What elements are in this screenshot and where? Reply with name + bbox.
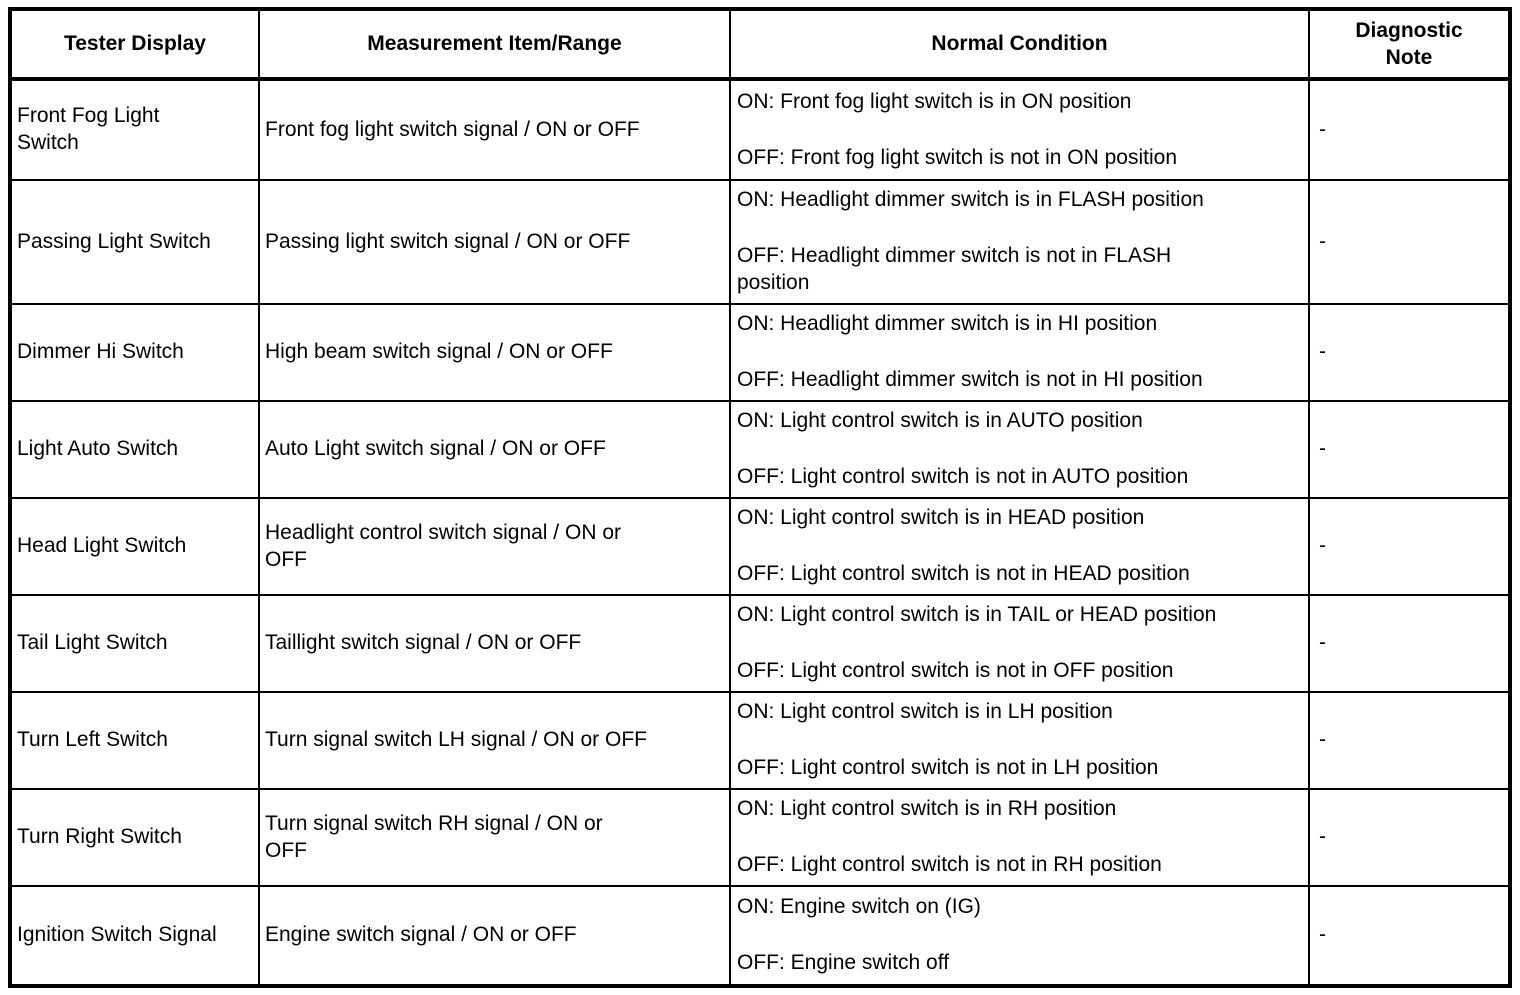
measurement-text: High beam switch signal / ON or OFF <box>265 340 613 364</box>
condition-off-text: OFF: Light control switch is not in HEAD… <box>737 562 1190 585</box>
tester-display-text: Passing Light Switch <box>17 229 211 253</box>
diagnostic-data-table: Tester Display Measurement Item/Range No… <box>8 7 1512 988</box>
normal-condition-cell: ON: Light control switch is in RH positi… <box>729 788 1310 887</box>
condition-on-text: ON: Headlight dimmer switch is in FLASH … <box>737 188 1204 212</box>
table-row: Passing Light Switch Passing light switc… <box>9 179 1511 305</box>
tester-display-text: Turn Right Switch <box>17 825 182 849</box>
table-row: Light Auto Switch Auto Light switch sign… <box>9 400 1511 499</box>
condition-off-text: OFF: Light control switch is not in OFF … <box>737 659 1174 682</box>
column-header-diagnostic-note: Diagnostic Note <box>1308 8 1511 81</box>
tester-display-cell: Light Auto Switch <box>9 400 260 499</box>
diagnostic-note-cell: - <box>1308 497 1511 596</box>
measurement-cell: High beam switch signal / ON or OFF <box>258 303 731 402</box>
column-header-tester-display: Tester Display <box>9 8 260 81</box>
tester-display-text: Light Auto Switch <box>17 437 179 461</box>
measurement-text: Taillight switch signal / ON or OFF <box>265 631 582 655</box>
measurement-cell: Taillight switch signal / ON or OFF <box>258 594 731 693</box>
condition-on-text: ON: Front fog light switch is in ON posi… <box>737 89 1132 113</box>
condition-on-text: ON: Light control switch is in TAIL or H… <box>737 603 1217 627</box>
diagnostic-note-text: - <box>1319 728 1326 752</box>
measurement-cell: Front fog light switch signal / ON or OF… <box>258 78 731 181</box>
tester-display-text: Dimmer Hi Switch <box>17 340 184 364</box>
measurement-cell: Headlight control switch signal / ON or … <box>258 497 731 596</box>
diagnostic-note-cell: - <box>1308 788 1511 887</box>
condition-on-text: ON: Engine switch on (IG) <box>737 895 981 919</box>
measurement-text: Passing light switch signal / ON or OFF <box>265 229 631 253</box>
tester-display-text: Tail Light Switch <box>17 631 168 655</box>
table-row: Dimmer Hi Switch High beam switch signal… <box>9 303 1511 402</box>
table-header-row: Tester Display Measurement Item/Range No… <box>9 8 1511 81</box>
diagnostic-note-cell: - <box>1308 400 1511 499</box>
normal-condition-cell: ON: Headlight dimmer switch is in FLASH … <box>729 179 1310 305</box>
condition-off-text: OFF: Headlight dimmer switch is not in F… <box>737 244 1172 294</box>
tester-display-cell: Dimmer Hi Switch <box>9 303 260 402</box>
measurement-text: Front fog light switch signal / ON or OF… <box>265 117 640 141</box>
tester-display-text: Ignition Switch Signal <box>17 923 217 947</box>
condition-on-text: ON: Headlight dimmer switch is in HI pos… <box>737 312 1158 336</box>
condition-on-text: ON: Light control switch is in HEAD posi… <box>737 506 1145 530</box>
diagnostic-note-cell: - <box>1308 885 1511 987</box>
condition-on-text: ON: Light control switch is in LH positi… <box>737 700 1113 724</box>
column-header-normal-condition: Normal Condition <box>729 8 1310 81</box>
measurement-text: Turn signal switch RH signal / ON or OFF <box>265 811 603 862</box>
condition-off-text: OFF: Engine switch off <box>737 951 950 974</box>
condition-off-text: OFF: Light control switch is not in RH p… <box>737 853 1162 876</box>
diagnostic-note-cell: - <box>1308 691 1511 790</box>
tester-display-text: Head Light Switch <box>17 534 187 558</box>
table-row: Tail Light Switch Taillight switch signa… <box>9 594 1511 693</box>
normal-condition-cell: ON: Front fog light switch is in ON posi… <box>729 78 1310 181</box>
table-row: Turn Left Switch Turn signal switch LH s… <box>9 691 1511 790</box>
tester-display-cell: Turn Left Switch <box>9 691 260 790</box>
measurement-text: Headlight control switch signal / ON or … <box>265 520 621 571</box>
column-header-measurement-item-range: Measurement Item/Range <box>258 8 731 81</box>
measurement-cell: Turn signal switch LH signal / ON or OFF <box>258 691 731 790</box>
condition-on-text: ON: Light control switch is in AUTO posi… <box>737 409 1143 433</box>
measurement-cell: Auto Light switch signal / ON or OFF <box>258 400 731 499</box>
tester-display-cell: Head Light Switch <box>9 497 260 596</box>
measurement-cell: Passing light switch signal / ON or OFF <box>258 179 731 305</box>
diagnostic-note-text: - <box>1319 923 1326 947</box>
table-row: Turn Right Switch Turn signal switch RH … <box>9 788 1511 887</box>
condition-off-text: OFF: Light control switch is not in AUTO… <box>737 465 1189 488</box>
normal-condition-cell: ON: Light control switch is in TAIL or H… <box>729 594 1310 693</box>
diagnostic-note-cell: - <box>1308 594 1511 693</box>
tester-display-text: Front Fog Light Switch <box>17 104 160 154</box>
diagnostic-note-text: - <box>1319 117 1326 141</box>
normal-condition-cell: ON: Light control switch is in HEAD posi… <box>729 497 1310 596</box>
diagnostic-note-text: - <box>1319 825 1326 849</box>
tester-display-text: Turn Left Switch <box>17 728 168 752</box>
diagnostic-note-cell: - <box>1308 303 1511 402</box>
measurement-cell: Engine switch signal / ON or OFF <box>258 885 731 987</box>
measurement-text: Engine switch signal / ON or OFF <box>265 923 577 947</box>
condition-on-text: ON: Light control switch is in RH positi… <box>737 797 1117 821</box>
table-row: Ignition Switch Signal Engine switch sig… <box>9 885 1511 987</box>
tester-display-cell: Passing Light Switch <box>9 179 260 305</box>
measurement-cell: Turn signal switch RH signal / ON or OFF <box>258 788 731 887</box>
table-row: Head Light Switch Headlight control swit… <box>9 497 1511 596</box>
normal-condition-cell: ON: Light control switch is in AUTO posi… <box>729 400 1310 499</box>
tester-display-cell: Tail Light Switch <box>9 594 260 693</box>
measurement-text: Turn signal switch LH signal / ON or OFF <box>265 728 647 752</box>
diagnostic-note-text: - <box>1319 229 1326 253</box>
diagnostic-note-text: - <box>1319 534 1326 558</box>
table-row: Front Fog Light Switch Front fog light s… <box>9 78 1511 181</box>
normal-condition-cell: ON: Engine switch on (IG) OFF: Engine sw… <box>729 885 1310 987</box>
measurement-text: Auto Light switch signal / ON or OFF <box>265 437 606 461</box>
normal-condition-cell: ON: Light control switch is in LH positi… <box>729 691 1310 790</box>
diagnostic-note-cell: - <box>1308 179 1511 305</box>
table-body: Front Fog Light Switch Front fog light s… <box>9 78 1511 987</box>
condition-off-text: OFF: Headlight dimmer switch is not in H… <box>737 368 1203 391</box>
tester-display-cell: Turn Right Switch <box>9 788 260 887</box>
tester-display-cell: Ignition Switch Signal <box>9 885 260 987</box>
diagnostic-note-cell: - <box>1308 78 1511 181</box>
condition-off-text: OFF: Light control switch is not in LH p… <box>737 756 1159 779</box>
diagnostic-note-text: - <box>1319 631 1326 655</box>
diagnostic-note-text: - <box>1319 437 1326 461</box>
condition-off-text: OFF: Front fog light switch is not in ON… <box>737 145 1177 169</box>
tester-display-cell: Front Fog Light Switch <box>9 78 260 181</box>
normal-condition-cell: ON: Headlight dimmer switch is in HI pos… <box>729 303 1310 402</box>
diagnostic-note-text: - <box>1319 340 1326 364</box>
